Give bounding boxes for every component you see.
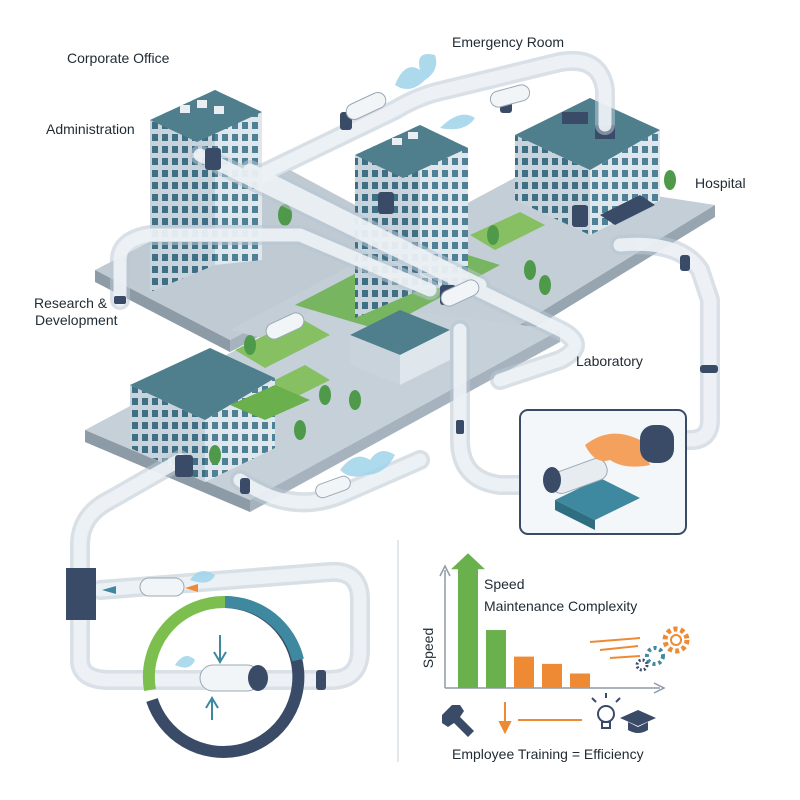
speed-vs-complexity-chart	[439, 553, 690, 737]
chart-caption: Employee Training = Efficiency	[452, 746, 644, 762]
graduation-cap-icon	[620, 710, 656, 733]
pipe-network	[70, 50, 720, 690]
laboratory-inset	[519, 409, 687, 535]
label-corporate-office: Corporate Office	[67, 50, 170, 66]
water-splash-icon	[175, 54, 475, 668]
chart-legend-maintenance-complexity: Maintenance Complexity	[484, 598, 638, 614]
flow-cycle-diagram	[142, 595, 305, 758]
down-arrow-icon	[498, 702, 512, 735]
laboratory-block	[350, 310, 450, 385]
hand-icon	[585, 433, 650, 467]
chart-bar-maintenance-complexity-1	[542, 663, 562, 688]
chart-bar-speed-1	[486, 630, 506, 688]
chart-bar-maintenance-complexity-0	[514, 656, 534, 688]
wrench-icon	[442, 705, 474, 737]
label-hospital: Hospital	[695, 175, 746, 191]
corporate-office-building	[150, 90, 262, 292]
label-administration: Administration	[46, 121, 135, 137]
research-development-building	[130, 348, 310, 482]
chart-legend-speed: Speed	[484, 576, 525, 592]
speed-lines	[589, 637, 641, 659]
label-emergency-room: Emergency Room	[452, 34, 565, 50]
label-laboratory: Laboratory	[576, 353, 643, 369]
gear-icon	[635, 626, 690, 672]
chart-bar-arrowhead	[451, 553, 485, 570]
lightbulb-icon	[591, 693, 621, 729]
chart-bar-speed-0	[458, 567, 478, 688]
chart-y-axis-label: Speed	[420, 627, 437, 669]
chart-x-axis-arrow	[653, 682, 666, 694]
pipe-capsules	[139, 84, 531, 597]
label-research-line2: Development	[35, 312, 118, 328]
label-research-line1: Research &	[34, 295, 108, 311]
chart-bar-maintenance-complexity-2	[570, 673, 590, 688]
dispatch-station	[66, 568, 198, 620]
hospital-building	[515, 98, 660, 235]
chart-y-axis-arrow	[439, 564, 451, 577]
trees	[209, 170, 676, 465]
